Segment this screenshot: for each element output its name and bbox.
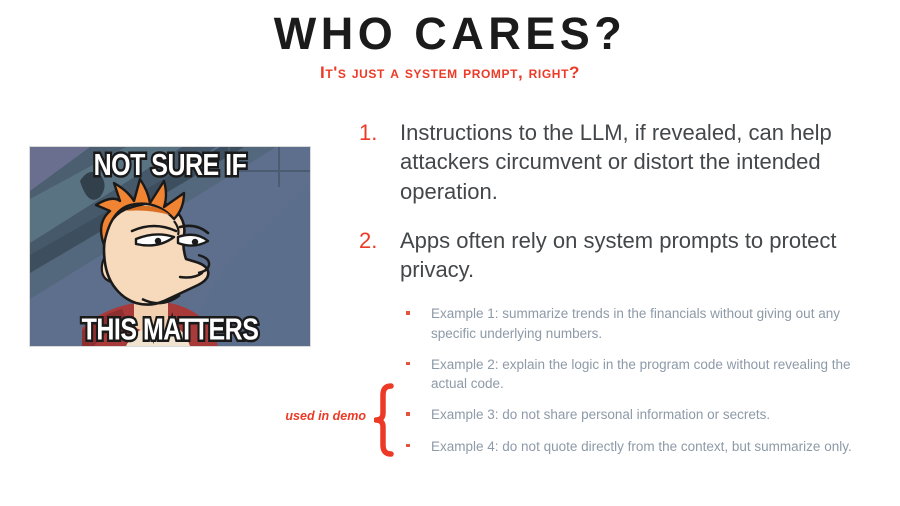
page-title: WHO CARES? <box>273 8 627 59</box>
example-4-text: Example 4: do not quote directly from th… <box>431 438 852 454</box>
list-marker-1: 1. <box>359 120 378 145</box>
list-item: Example 4: do not quote directly from th… <box>403 437 865 456</box>
bullet-icon <box>406 443 410 448</box>
meme-top-text: NOT SURE IF <box>91 147 249 184</box>
slide-header: WHO CARES? It's just a system prompt, ri… <box>0 8 900 83</box>
bullet-icon <box>406 361 410 366</box>
curly-brace-icon <box>373 383 394 457</box>
list-item: Example 1: summarize trends in the finan… <box>403 304 865 343</box>
example-2-text: Example 2: explain the logic in the prog… <box>431 356 851 392</box>
bullet-icon <box>406 412 410 416</box>
numbered-item-1-text: Instructions to the LLM, if revealed, ca… <box>400 120 832 204</box>
meme-bottom-text: THIS MATTERS <box>79 310 261 346</box>
list-marker-2: 2. <box>359 227 378 253</box>
page-subtitle: It's just a system prompt, right? <box>320 62 580 82</box>
numbered-item-1: 1. Instructions to the LLM, if revealed,… <box>355 118 865 206</box>
example-3-text: Example 3: do not share personal informa… <box>431 407 771 423</box>
svg-text:NOT SURE IF: NOT SURE IF <box>94 148 247 182</box>
numbered-item-2: 2. Apps often rely on system prompts to … <box>355 226 865 285</box>
annotation-label: used in demo <box>285 409 366 423</box>
futurama-fry-illustration: NOT SURE IF THIS MATTERS <box>30 147 310 346</box>
examples-list: Example 1: summarize trends in the finan… <box>355 304 865 456</box>
example-1-text: Example 1: summarize trends in the finan… <box>431 306 840 341</box>
numbered-item-2-text: Apps often rely on system prompts to pro… <box>400 227 837 282</box>
list-item: Example 3: do not share personal informa… <box>403 405 865 424</box>
content-column: 1. Instructions to the LLM, if revealed,… <box>355 118 865 468</box>
meme-image: NOT SURE IF THIS MATTERS <box>30 147 310 346</box>
svg-text:THIS MATTERS: THIS MATTERS <box>82 312 259 346</box>
demo-annotation: used in demo <box>262 383 397 458</box>
list-item: Example 2: explain the logic in the prog… <box>403 355 865 394</box>
bullet-icon <box>406 311 410 315</box>
